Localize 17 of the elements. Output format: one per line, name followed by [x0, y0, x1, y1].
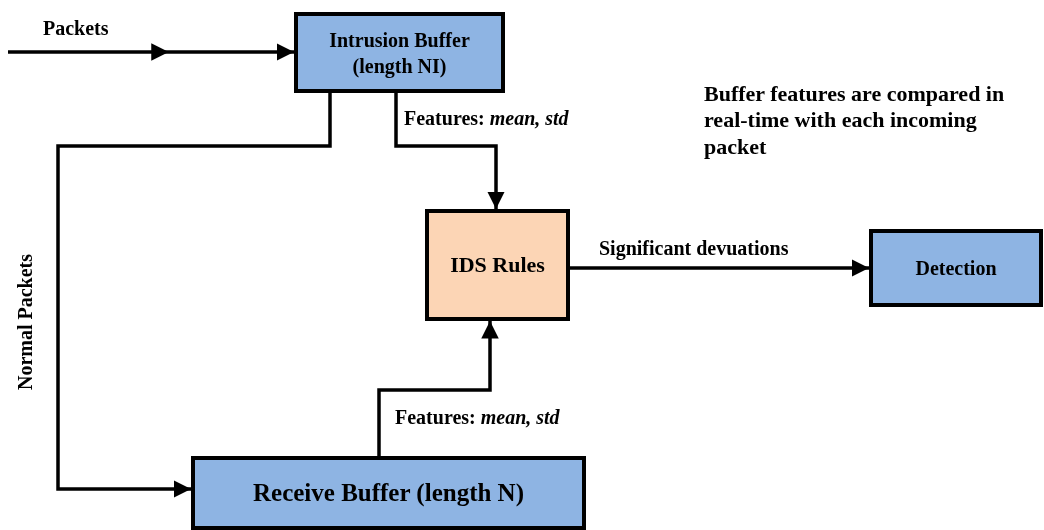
- arrow: [570, 259, 869, 277]
- buffer-box: [191, 456, 586, 530]
- arrow: [394, 93, 505, 209]
- edge-label: Features: mean, std: [395, 406, 560, 428]
- arrow: [8, 43, 294, 61]
- box-label: Detection: [915, 256, 997, 281]
- arrow: [56, 93, 332, 498]
- edge-label: Features: mean, std: [404, 107, 569, 129]
- box-label: IDS Rules: [450, 250, 545, 279]
- note-text: Buffer features are compared in real-time with each incoming packet: [704, 81, 1006, 161]
- arrow: [377, 321, 499, 456]
- detection-box: [869, 229, 1043, 307]
- edge-label: Significant devuations: [599, 237, 789, 259]
- rules-box: [425, 209, 570, 321]
- buffer-box: [294, 12, 505, 93]
- box-label: Intrusion Buffer (length NI): [328, 27, 471, 79]
- box-label: Receive Buffer (length N): [253, 477, 524, 509]
